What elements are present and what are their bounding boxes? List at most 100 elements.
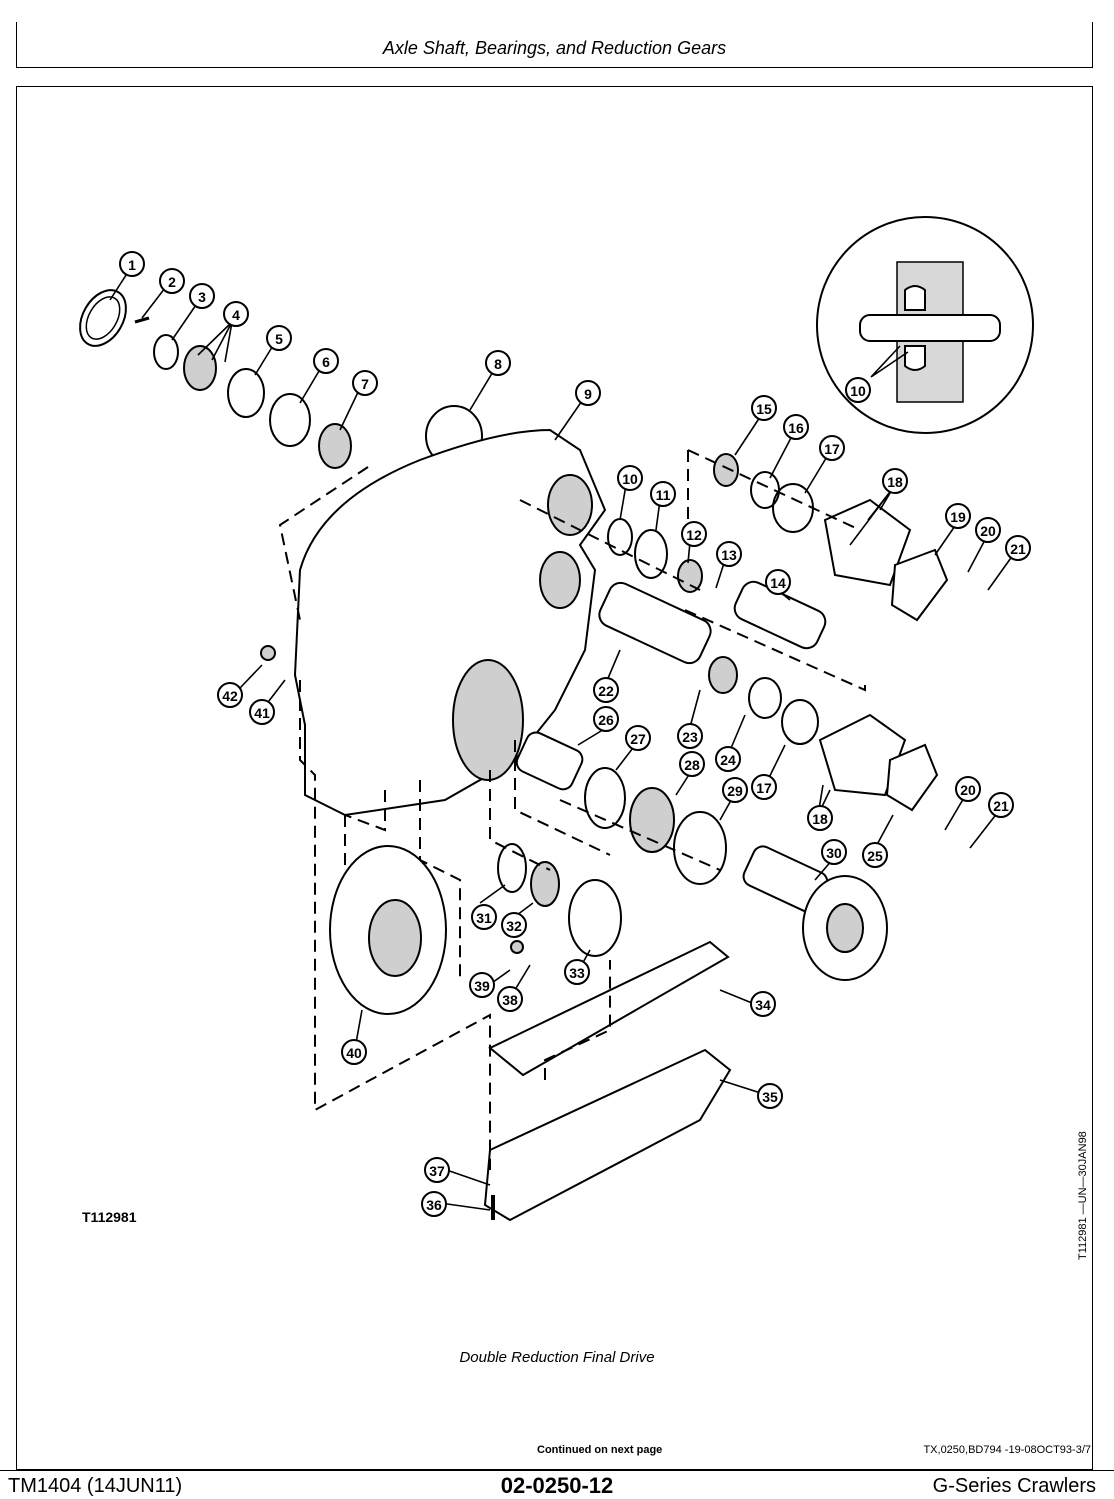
callout-17: 17 [751,774,777,800]
callout-18: 18 [807,805,833,831]
bearing-12 [677,559,703,593]
sleeve-26 [515,731,584,791]
header-box: Axle Shaft, Bearings, and Reduction Gear… [16,22,1093,68]
callout-label: 40 [346,1045,362,1061]
callout-22: 22 [593,677,619,703]
callout-label: 16 [788,420,804,436]
callout-label: 10 [850,383,866,399]
callout-16: 16 [783,414,809,440]
callout-label: 41 [254,705,270,721]
callout-label: 19 [950,509,966,525]
callout-9: 9 [575,380,601,406]
seal-detail-inset [816,216,1034,434]
callout-label: 24 [720,752,736,768]
callout-39: 39 [469,972,495,998]
figure-caption: Double Reduction Final Drive [459,1349,655,1366]
callout-10: 10 [617,465,643,491]
callout-label: 21 [993,798,1009,814]
callout-label: 4 [232,307,240,323]
callout-label: 22 [598,683,614,699]
callout-26: 26 [593,706,619,732]
assembly-line-left [278,466,491,1170]
gear-33 [568,879,622,957]
callout-label: 42 [222,688,238,704]
callout-label: 14 [770,575,786,591]
callout-label: 38 [502,992,518,1008]
cup-27 [584,767,626,829]
callout-13: 13 [716,541,742,567]
callout-label: 8 [494,356,502,372]
callout-label: 6 [322,354,330,370]
callout-11: 11 [650,481,676,507]
callout-38: 38 [497,986,523,1012]
bearing-32 [530,861,560,907]
callout-label: 17 [756,780,772,796]
footer-manual-id: TM1404 (14JUN11) [8,1475,183,1497]
bearing-15 [713,453,739,487]
bearing-23 [708,656,738,694]
callout-label: 20 [960,782,976,798]
callout-label: 35 [762,1089,778,1105]
seal-29 [673,811,727,885]
assembly-line-right [519,449,866,871]
callout-21: 21 [988,792,1014,818]
callout-label: 18 [812,811,828,827]
callout-23: 23 [677,723,703,749]
callout-label: 12 [686,527,702,543]
callout-group: 1234567891010111213141516171718181920202… [119,251,1031,1217]
gear-shaft-22 [598,581,712,665]
document-code: TX,0250,BD794 -19-08OCT93-3/7 [923,1444,1091,1456]
callout-7: 7 [352,370,378,396]
gasket-34 [488,940,730,1077]
callout-label: 27 [630,731,646,747]
cup-24 [748,677,782,719]
callout-label: 36 [426,1197,442,1213]
cup-6 [269,393,311,447]
callout-25: 25 [862,842,888,868]
callout-28: 28 [679,751,705,777]
callout-label: 10 [622,471,638,487]
callout-14: 14 [765,569,791,595]
cup-11 [634,529,668,579]
callout-label: 39 [474,978,490,994]
cap-19 [890,548,949,622]
callout-20: 20 [955,776,981,802]
callout-12: 12 [681,521,707,547]
callout-34: 34 [750,991,776,1017]
bearing-cone-4 [183,345,217,391]
bearing-28 [629,787,675,853]
cup-31 [497,843,527,893]
cover-18a [823,498,912,587]
callout-20: 20 [975,517,1001,543]
callout-3: 3 [189,283,215,309]
cap-25 [885,743,939,812]
callout-label: 28 [684,757,700,773]
leader-lines [109,271,1014,1211]
callout-40: 40 [341,1039,367,1065]
callout-label: 29 [727,783,743,799]
callout-label: 5 [275,331,283,347]
callout-8: 8 [485,350,511,376]
footer-rule [0,1470,1114,1471]
callout-37: 37 [424,1157,450,1183]
callout-label: 2 [168,274,176,290]
callout-19: 19 [945,503,971,529]
callout-2: 2 [159,268,185,294]
callout-label: 33 [569,965,585,981]
callout-4: 4 [223,301,249,327]
callout-label: 3 [198,289,206,305]
callout-31: 31 [471,904,497,930]
callout-30: 30 [821,839,847,865]
callout-17: 17 [819,435,845,461]
callout-27: 27 [625,725,651,751]
callout-18: 18 [882,468,908,494]
callout-label: 23 [682,729,698,745]
callout-32: 32 [501,912,527,938]
callout-15: 15 [751,395,777,421]
bearing-5 [227,368,265,418]
callout-24: 24 [715,746,741,772]
shaft-14 [733,580,827,650]
seal-1 [79,289,127,347]
callout-42: 42 [217,682,243,708]
